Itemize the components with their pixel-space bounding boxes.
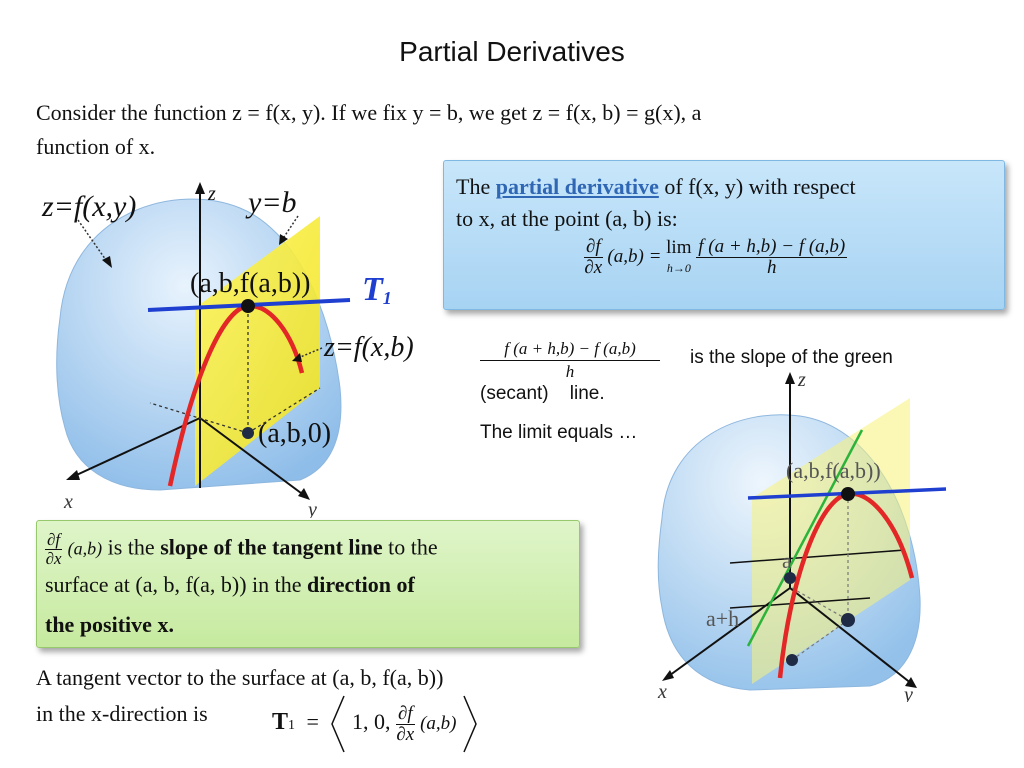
label-z-axis: z <box>207 183 216 205</box>
slope-line-1: ∂f∂x (a,b) is the slope of the tangent l… <box>45 530 438 568</box>
partial-derivative-link[interactable]: partial derivative <box>495 174 659 199</box>
label-curve: z=f(x,b) <box>323 332 414 363</box>
tangent-vector-formula: T1 = 1, 0, ∂f∂x (a,b) <box>272 694 478 758</box>
bottom-line-1: A tangent vector to the surface at (a, b… <box>36 665 444 690</box>
slope-line-3: the positive x. <box>45 612 174 637</box>
bottom-line-2: in the x-direction is <box>36 701 208 726</box>
slope-line-2: surface at (a, b, f(a, b)) in the direct… <box>45 572 415 597</box>
plane-label-pointer <box>281 215 299 241</box>
secant-fraction: f (a + h,b) − f (a,b) h <box>480 338 660 383</box>
right-figure: z (a,b,f(a,b)) a a+h x y <box>657 369 947 702</box>
definition-line-2: to x, at the point (a, b) is: <box>456 206 678 231</box>
y-axis-right <box>789 587 913 685</box>
x-axis <box>69 417 201 479</box>
label-a-right: a <box>782 548 792 573</box>
base-point <box>242 427 254 439</box>
label-y-right: y <box>902 684 913 702</box>
intro-text: Consider the function z = f(x, y). If we… <box>36 96 986 164</box>
secant-text-1: is the slope of the green <box>690 347 893 368</box>
base-point-right-1 <box>841 613 855 627</box>
plane-y-equals-b <box>195 216 320 486</box>
trace-curve <box>167 303 305 487</box>
secant-text-2: (secant) line. <box>480 383 605 404</box>
label-point-right: (a,b,f(a,b)) <box>786 458 881 483</box>
intro-line-1: Consider the function z = f(x, y). If we… <box>36 100 702 125</box>
curve-label-pointer <box>297 347 323 359</box>
label-ah-right: a+h <box>706 606 739 631</box>
vector-T1: T1 <box>272 709 296 736</box>
page-title: Partial Derivatives <box>399 36 625 67</box>
line-right-lower <box>729 597 871 609</box>
label-plane: y=b <box>245 186 297 219</box>
label-surface: z=f(x,y) <box>41 190 136 223</box>
label-x-right: x <box>657 681 667 702</box>
vector-fraction: ∂f∂x <box>395 702 415 745</box>
label-z-right: z <box>797 369 806 391</box>
line-right-horizontal <box>729 549 906 564</box>
surface-label-pointer <box>77 219 109 264</box>
base-point-right-2 <box>786 654 798 666</box>
label-tangent: T1 <box>362 271 392 308</box>
left-angle-bracket <box>331 695 346 753</box>
slope-box: ∂f∂x (a,b) is the slope of the tangent l… <box>36 520 580 648</box>
label-base-point: (a,b,0) <box>258 418 331 449</box>
intro-line-2: function of x. <box>36 134 156 159</box>
point-ah-right <box>784 572 796 584</box>
point-a-right <box>841 487 855 501</box>
tangent-vector-text: A tangent vector to the surface at (a, b… <box>36 660 596 732</box>
label-y-axis: y <box>306 499 317 518</box>
left-figure: z=f(x,y) z y=b (a,b,f(a,b)) T1 z=f(x,b) … <box>41 182 414 518</box>
definition-box: The partial derivative of f(x, y) with r… <box>443 160 1005 310</box>
y-axis <box>199 417 306 497</box>
definition-line-1: The partial derivative of f(x, y) with r… <box>456 174 856 199</box>
right-angle-bracket <box>463 695 477 753</box>
secant-line <box>746 429 864 647</box>
point-on-surface <box>241 299 255 313</box>
limit-text: The limit equals … <box>480 422 638 443</box>
label-point: (a,b,f(a,b)) <box>190 268 310 299</box>
label-x-axis: x <box>63 491 73 513</box>
